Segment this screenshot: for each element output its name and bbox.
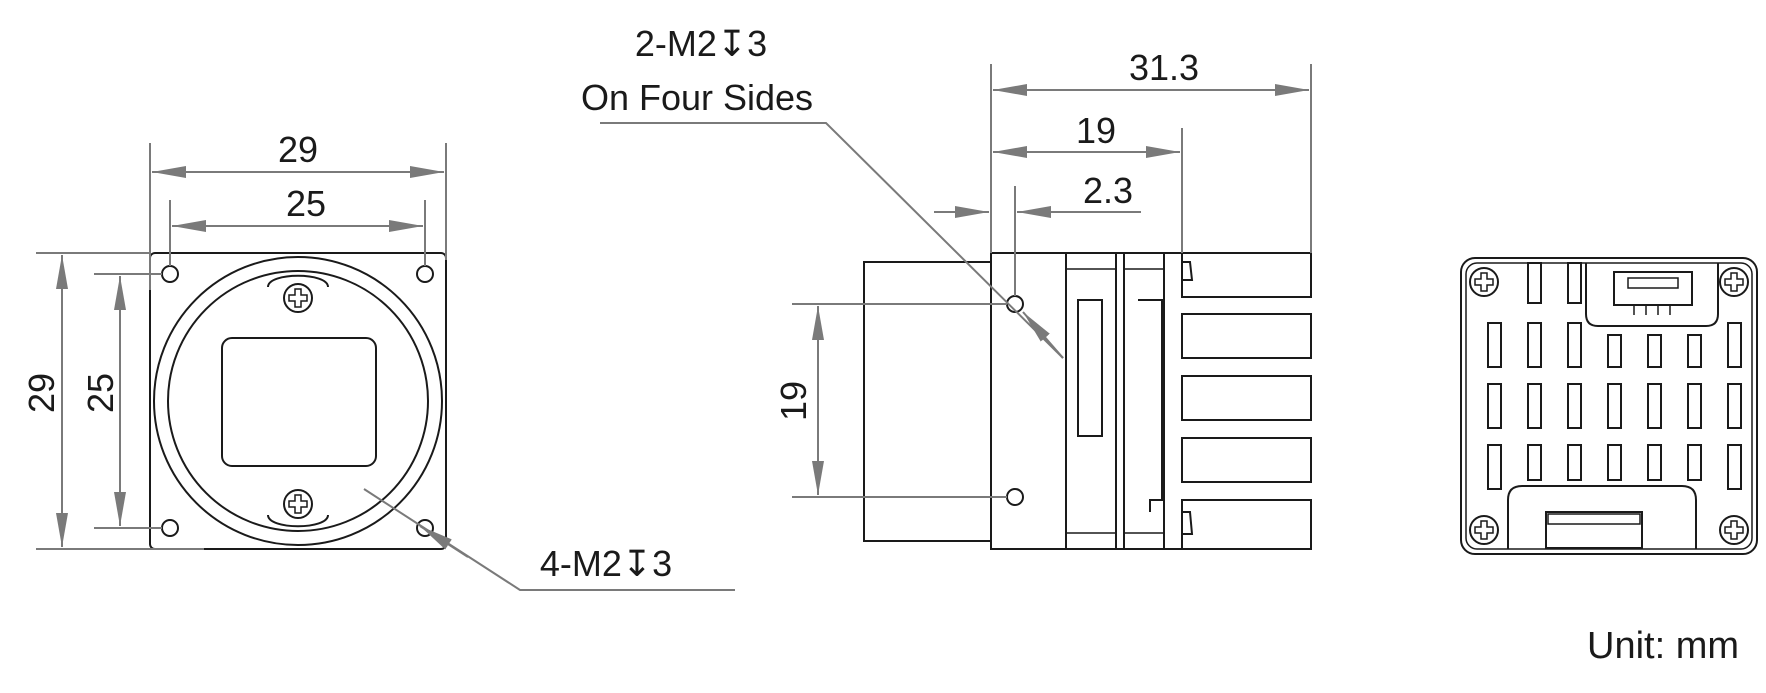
dim-label-length-body: 19 (1076, 110, 1116, 151)
io-connector (1613, 271, 1693, 306)
dim-label-height-outer: 29 (21, 373, 62, 413)
dim-label-width-pitch: 25 (286, 183, 326, 224)
rear-view (1460, 257, 1758, 555)
screw-icon (1719, 515, 1749, 545)
lens-mount-inner (167, 270, 429, 532)
mount-hole (161, 519, 179, 537)
heatsink-fin (1181, 375, 1312, 421)
mid-block (1065, 252, 1117, 550)
hole-callout-front: 4-M2↧3 (540, 543, 672, 584)
mount-hole (416, 265, 434, 283)
dim-label-length-total: 31.3 (1129, 47, 1199, 88)
hole-callout-leader (363, 488, 735, 591)
board-slot (1077, 299, 1103, 437)
lens-mount-outer (153, 256, 443, 546)
vent-slots (1487, 262, 1742, 490)
side-view: 31.3 19 2.3 19 2-M2↧3 On Four Sides (581, 23, 1312, 550)
screw-icon (1469, 515, 1499, 545)
mount-hole (161, 265, 179, 283)
side-callout-line2: On Four Sides (581, 77, 813, 118)
side-callout-leader (600, 122, 1064, 359)
heatsink-fin (1181, 437, 1312, 483)
rear-body-outline (1460, 257, 1758, 555)
top-connector-bay (1585, 263, 1719, 327)
side-callout-line1: 2-M2↧3 (635, 23, 767, 64)
dim-label-width-outer: 29 (278, 129, 318, 170)
screw-icon (1719, 267, 1749, 297)
unit-label: Unit: mm (1587, 625, 1739, 667)
front-view: 29 25 29 25 4-M2↧3 (21, 129, 735, 591)
rear-block (1123, 252, 1165, 550)
bottom-connector-bay (1507, 485, 1697, 549)
screw-icon (283, 283, 313, 313)
usb-connector (1545, 511, 1643, 549)
sensor-window (221, 337, 377, 467)
front-body-outline (149, 252, 447, 550)
dim-label-height-pitch: 25 (80, 373, 121, 413)
heatsink-fin (1181, 252, 1312, 298)
screw-icon (283, 489, 313, 519)
heatsink-fin (1181, 499, 1312, 550)
dim-label-side-height-pitch: 19 (773, 381, 814, 421)
heatsink-fin (1181, 313, 1312, 359)
dim-label-hole-offset: 2.3 (1083, 170, 1133, 211)
side-mount-hole (1006, 488, 1024, 506)
screw-icon (1469, 267, 1499, 297)
